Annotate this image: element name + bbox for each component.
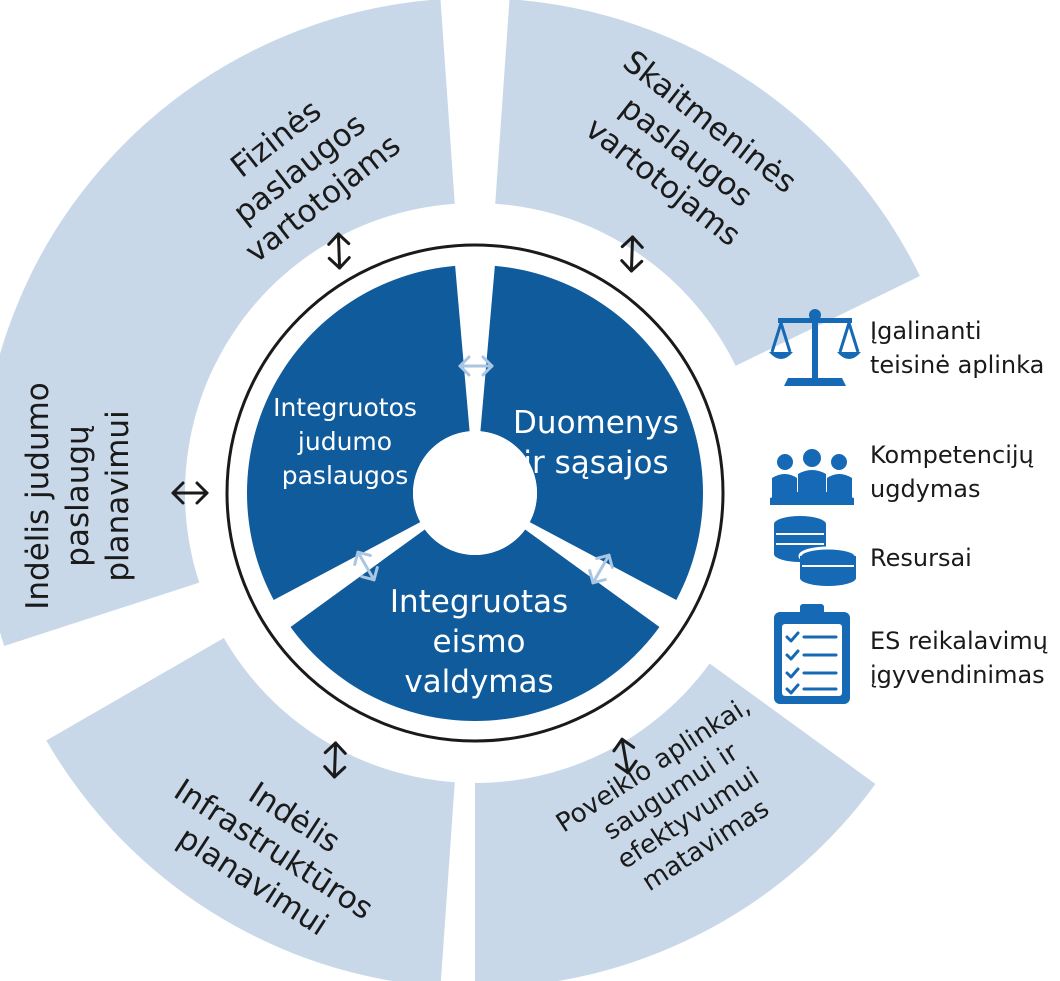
double-arrow-icon <box>620 235 644 273</box>
label-line: Duomenys <box>513 405 679 441</box>
label-line: Indėlis judumo <box>20 382 56 610</box>
wheel-hub <box>413 431 537 555</box>
outer-ring <box>0 0 920 981</box>
double-arrow-icon <box>588 553 614 585</box>
segment-duomenys <box>480 265 703 601</box>
label-eismo: Integruotas eismo valdymas <box>390 584 568 700</box>
people-group-icon <box>770 449 854 505</box>
double-arrow-icon <box>458 355 494 377</box>
label-line: planavimui <box>100 410 136 581</box>
legend: Įgalinanti teisinė aplinka Kompetencijų … <box>769 309 1048 704</box>
label-duomenys: Duomenys ir sąsajos <box>513 405 679 481</box>
legend-label: ugdymas <box>870 475 980 503</box>
double-arrow-icon <box>171 481 209 505</box>
legend-label: Įgalinanti <box>870 317 982 345</box>
label-line: Integruotos <box>273 393 417 422</box>
outer-arrows <box>171 232 644 779</box>
label-line: eismo <box>433 624 526 660</box>
label-line: paslaugos <box>282 461 409 490</box>
double-arrow-icon <box>327 232 351 270</box>
legend-label: įgyvendinimas <box>870 661 1045 689</box>
checklist-icon <box>774 604 850 704</box>
label-line: ir sąsajos <box>523 445 668 481</box>
legend-label: Kompetencijų <box>870 441 1034 469</box>
segment-infrastrukturos <box>46 638 455 981</box>
legend-label: teisinė aplinka <box>870 351 1044 379</box>
double-arrow-icon <box>323 741 347 779</box>
segment-poveikio <box>475 663 876 981</box>
double-arrow-icon <box>353 550 379 582</box>
segment-skaitmenines <box>495 0 920 366</box>
label-line: judumo <box>297 427 392 456</box>
segment-eismo <box>290 529 660 722</box>
inner-wheel <box>247 265 703 722</box>
legend-label: ES reikalavimų <box>870 627 1048 655</box>
label-line: paslaugų <box>60 425 96 567</box>
label-integruotos: Integruotos judumo paslaugos <box>273 393 417 490</box>
inner-arrows <box>353 355 614 585</box>
scales-icon <box>769 309 861 386</box>
legend-label: Resursai <box>870 544 972 572</box>
label-indelis-judumo: Indėlis judumo paslaugų planavimui <box>20 382 136 610</box>
coins-icon <box>774 516 858 586</box>
segment-integruotos <box>247 265 470 601</box>
label-line: valdymas <box>404 664 553 700</box>
double-arrow-icon <box>612 737 638 775</box>
label-line: Integruotas <box>390 584 568 620</box>
segment-indelis-judumo <box>0 202 241 646</box>
